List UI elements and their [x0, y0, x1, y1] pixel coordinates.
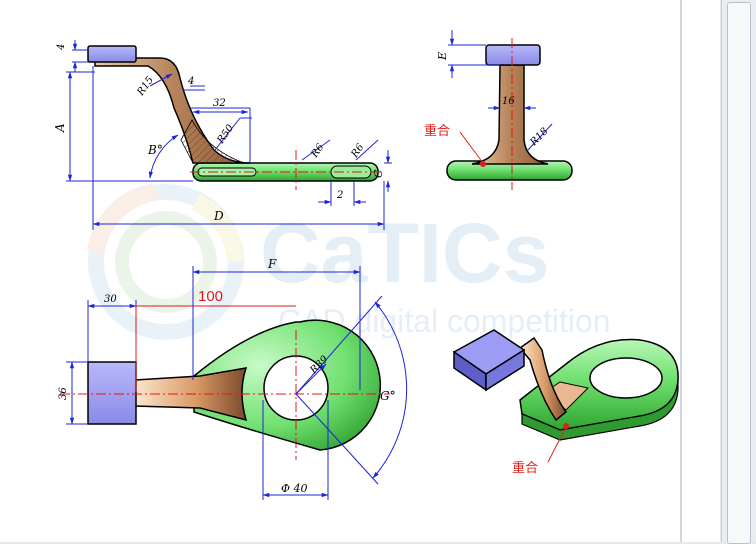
- vertical-scrollbar-thumb[interactable]: [727, 2, 751, 544]
- dim-R15: R15: [135, 75, 156, 99]
- dim-E: E: [436, 52, 449, 61]
- dim-R6-right: R6: [349, 142, 367, 161]
- front-view: 4 A R15 4 32 R50 B° R6 R6 C 2 D: [53, 40, 392, 230]
- dim-4-top: 4: [56, 44, 67, 51]
- dim-phi40: Φ 40: [281, 482, 308, 495]
- dim-32: 32: [213, 98, 226, 109]
- side-view: 重合 E 16 R18: [424, 30, 573, 190]
- document-page: [50, 0, 720, 542]
- dim-16: 16: [502, 96, 515, 107]
- iso-curved-arm: [518, 336, 568, 422]
- iso-eye-hole: [589, 357, 663, 399]
- iso-block-right: [485, 348, 525, 392]
- left-margin: [0, 0, 50, 542]
- watermark-brand: CaTICs: [260, 206, 549, 300]
- dim-2: 2: [336, 190, 343, 201]
- side-top-block: [485, 44, 541, 66]
- side-stem: [471, 64, 549, 165]
- dim-F: F: [267, 257, 277, 271]
- top-block: [87, 361, 137, 425]
- dim-C: C: [372, 169, 385, 178]
- dim-36: 36: [58, 387, 69, 400]
- dim-4-small: 4: [187, 76, 194, 87]
- iso-coincide-point: [563, 423, 569, 429]
- top-view: 100 F 30 36 R39 G° Φ 40: [58, 257, 408, 500]
- side-coincide-point: [480, 161, 486, 167]
- front-top-block: [87, 45, 137, 63]
- watermark: CaTICs CAD digital competition: [87, 183, 611, 340]
- page-right-edge: [680, 0, 682, 542]
- isometric-view: 重合: [452, 329, 679, 476]
- iso-base-side: [521, 379, 679, 441]
- dim-G: G°: [380, 389, 396, 403]
- coincide-label-side: 重合: [424, 123, 450, 139]
- dim-100: 100: [198, 288, 223, 305]
- coincide-label-iso: 重合: [512, 460, 538, 476]
- dim-A: A: [53, 123, 67, 133]
- side-coincide-leader: [459, 131, 484, 164]
- dim-B: B°: [147, 143, 163, 157]
- front-section-hatch: [180, 119, 245, 164]
- dim-30: 30: [104, 294, 117, 305]
- iso-coincide-leader: [547, 426, 567, 463]
- front-curved-arm: [94, 57, 251, 164]
- dim-D: D: [213, 209, 224, 223]
